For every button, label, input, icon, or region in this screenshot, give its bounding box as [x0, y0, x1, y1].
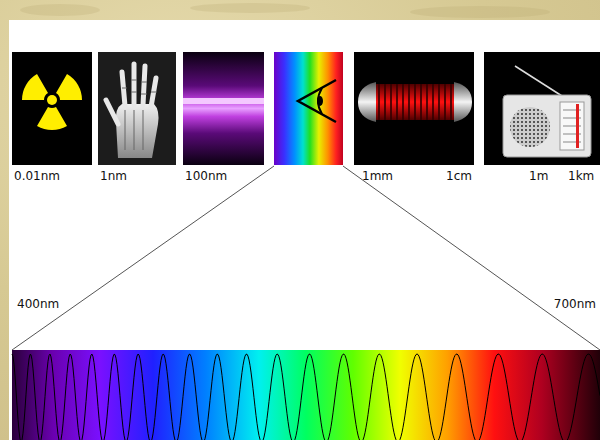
wave-line	[12, 354, 600, 440]
wavelength-label: 1nm	[100, 169, 127, 183]
ultraviolet-icon	[183, 52, 264, 165]
white-panel	[9, 20, 600, 440]
wavelength-label: 0.01nm	[14, 169, 60, 183]
zoom-lines	[12, 166, 600, 350]
wave-path	[12, 354, 600, 440]
microwave-icon	[354, 52, 474, 165]
wavelength-label: 1m	[529, 169, 548, 183]
xray-icon	[98, 52, 176, 165]
range-label: 700nm	[554, 297, 596, 311]
visible-icon	[274, 52, 343, 165]
gamma-icon	[12, 52, 92, 165]
wavelength-label: 100nm	[185, 169, 227, 183]
wavelength-label: 1mm	[362, 169, 393, 183]
range-label: 400nm	[17, 297, 59, 311]
wavelength-label: 1cm	[446, 169, 472, 183]
wavelength-label: 1km	[568, 169, 594, 183]
radio-icon	[484, 52, 600, 165]
